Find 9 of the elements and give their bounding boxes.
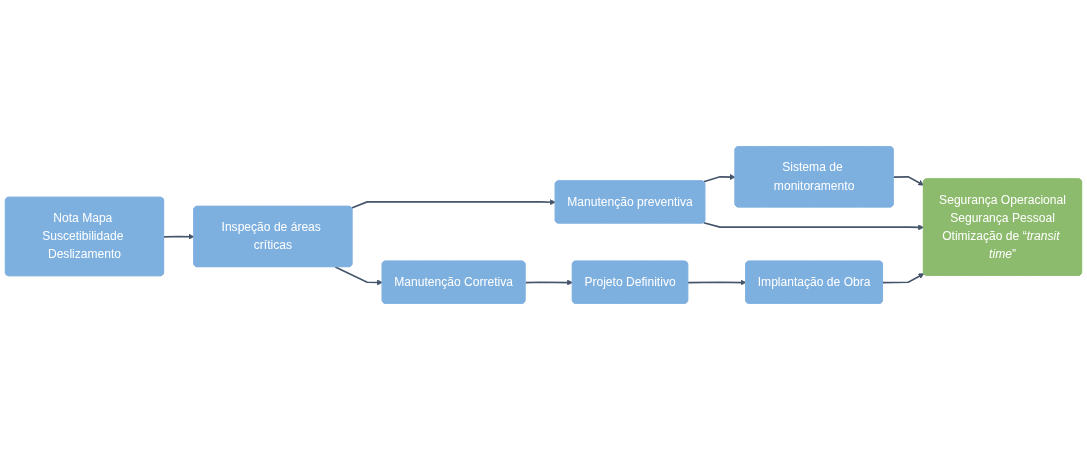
arrow [892,175,924,186]
arrow [334,266,383,286]
arrow [882,273,925,284]
arrow [702,221,924,231]
arrow [524,279,573,286]
arrow [163,233,195,240]
arrow [687,279,747,286]
arrow [350,199,556,209]
arrow [702,174,736,183]
